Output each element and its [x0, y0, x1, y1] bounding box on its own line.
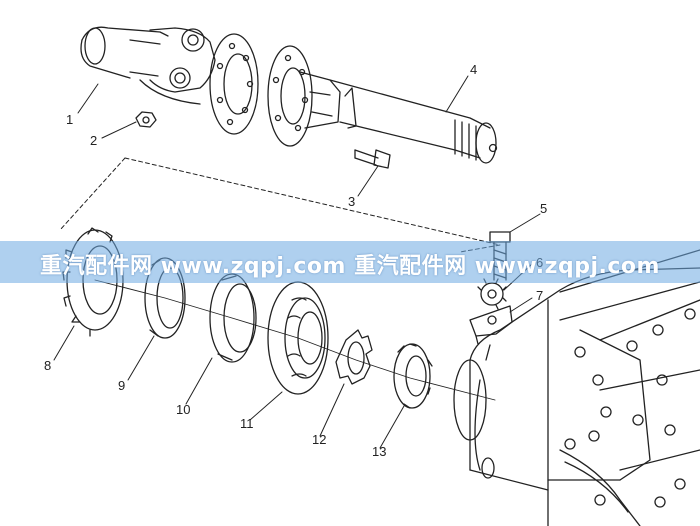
- callout-4: 4: [470, 62, 478, 77]
- assembly-guide-dashed: [59, 157, 501, 253]
- callout-13: 13: [372, 444, 387, 459]
- universal-joint-yoke: [80, 26, 216, 105]
- callout-5: 5: [540, 201, 548, 216]
- callout-12: 12: [312, 432, 327, 447]
- watermark-text: 重汽配件网 www.zqpj.com 重汽配件网 www.zqpj.com: [40, 254, 660, 279]
- transmission-housing: [453, 249, 700, 526]
- callout-9: 9: [118, 378, 126, 393]
- hex-nut: [135, 111, 157, 128]
- callout-7: 7: [536, 288, 544, 303]
- castle-nut: [393, 343, 433, 409]
- callout-10: 10: [176, 402, 191, 417]
- clamp-plate: [469, 305, 513, 345]
- splined-output-shaft: [267, 45, 498, 164]
- callout-1: 1: [66, 112, 74, 127]
- callout-leaders: [53, 75, 541, 449]
- housing-bolts: [564, 308, 696, 508]
- watermark-banner: [0, 241, 700, 283]
- assembly-axis: [94, 279, 496, 401]
- tab-lock-washer: [335, 329, 373, 385]
- hex-bolt: [354, 149, 391, 169]
- callout-11: 11: [240, 416, 254, 431]
- callout-3: 3: [348, 194, 356, 209]
- lock-washer: [477, 278, 507, 310]
- callout-8: 8: [44, 358, 52, 373]
- callout-2: 2: [90, 133, 98, 148]
- drive-flange: [209, 33, 259, 135]
